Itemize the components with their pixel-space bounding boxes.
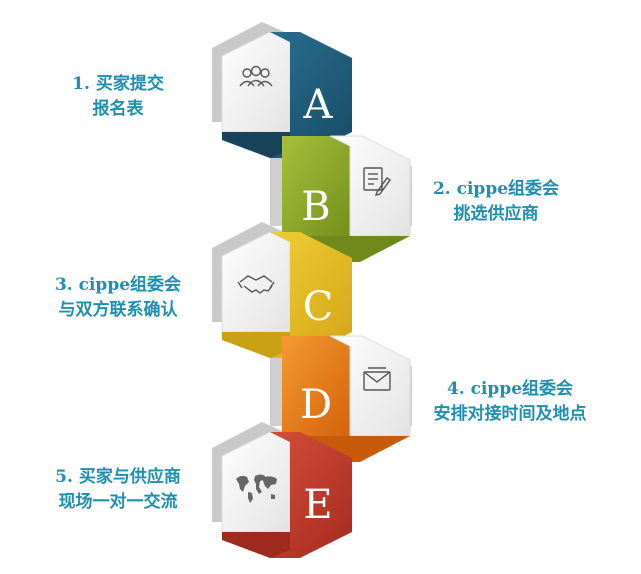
step-e-label: 5. 买家与供应商 现场一对一交流 [38,465,198,515]
step-b-label-line2: 挑选供应商 [453,204,539,224]
mail-icon [363,367,391,391]
step-e-label-line2: 现场一对一交流 [58,492,178,512]
step-a-label-line2: 报名表 [92,99,144,119]
step-c-label-line2: 与双方联系确认 [58,300,178,320]
step-b-label-line1: 2. cippe组委会 [432,179,560,199]
step-d-label: 4. cippe组委会 安排对接时间及地点 [410,377,610,427]
document-edit-icon [363,167,391,196]
step-c-label: 3. cippe组委会 与双方联系确认 [38,273,198,323]
step-d-block [282,335,411,462]
step-d-letter: D [300,382,332,428]
step-b-letter: B [301,184,330,230]
people-icon [239,65,273,87]
step-a-letter: A [303,82,334,128]
step-e-label-line1: 5. 买家与供应商 [55,467,181,487]
step-a-block [221,31,352,158]
step-c-letter: C [303,284,334,330]
world-map-icon [236,474,277,503]
step-d-label-line1: 4. cippe组委会 [446,379,574,399]
step-a-label: 1. 买家提交 报名表 [38,72,198,122]
step-b-label: 2. cippe组委会 挑选供应商 [416,177,576,227]
step-e-letter: E [303,482,332,528]
step-c-block [221,231,352,358]
step-c-label-line1: 3. cippe组委会 [54,275,182,295]
step-a-label-line1: 1. 买家提交 [72,74,164,94]
step-d-label-line2: 安排对接时间及地点 [433,404,587,424]
handshake-icon [237,275,275,294]
